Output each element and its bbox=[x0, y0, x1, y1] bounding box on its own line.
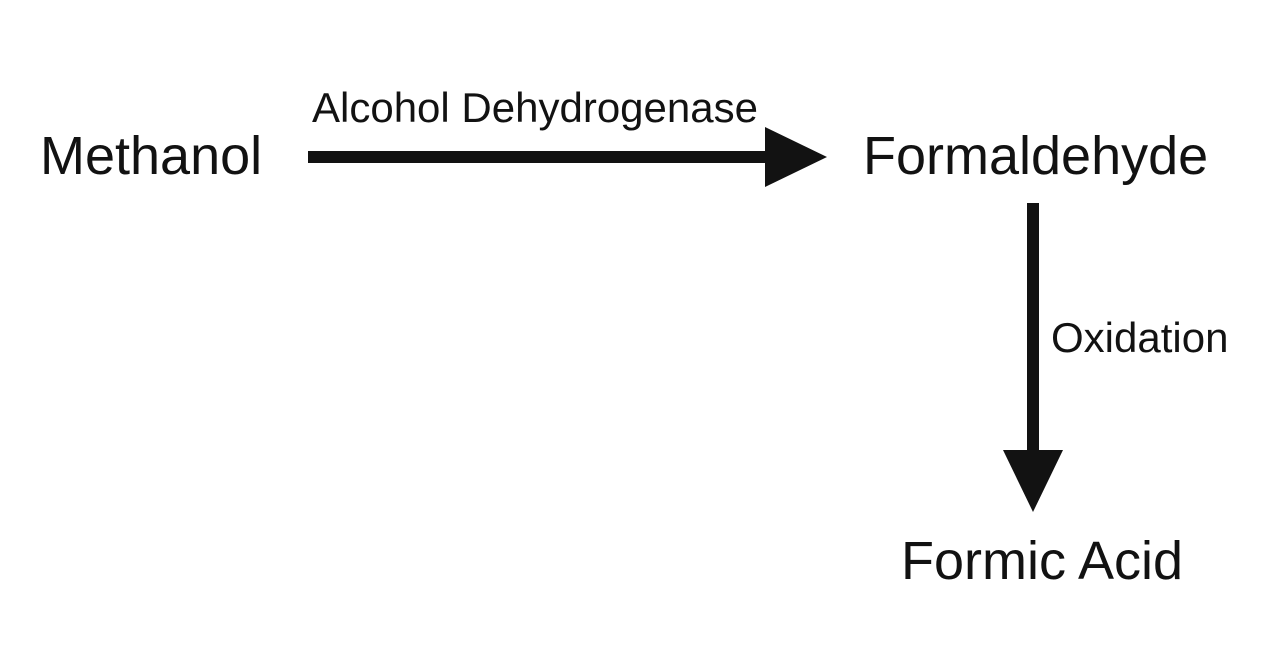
node-formic-acid: Formic Acid bbox=[901, 531, 1184, 591]
arrow-shaft bbox=[1027, 203, 1039, 451]
edge-label-oxidation: Oxidation bbox=[1051, 314, 1229, 361]
arrow-head-down-icon bbox=[1003, 450, 1063, 512]
node-methanol: Methanol bbox=[40, 126, 263, 186]
arrow-head-right-icon bbox=[765, 127, 827, 187]
node-formaldehyde: Formaldehyde bbox=[863, 126, 1209, 186]
arrow-shaft bbox=[308, 151, 765, 163]
edge-label-alcohol-dehydrogenase: Alcohol Dehydrogenase bbox=[312, 84, 758, 131]
